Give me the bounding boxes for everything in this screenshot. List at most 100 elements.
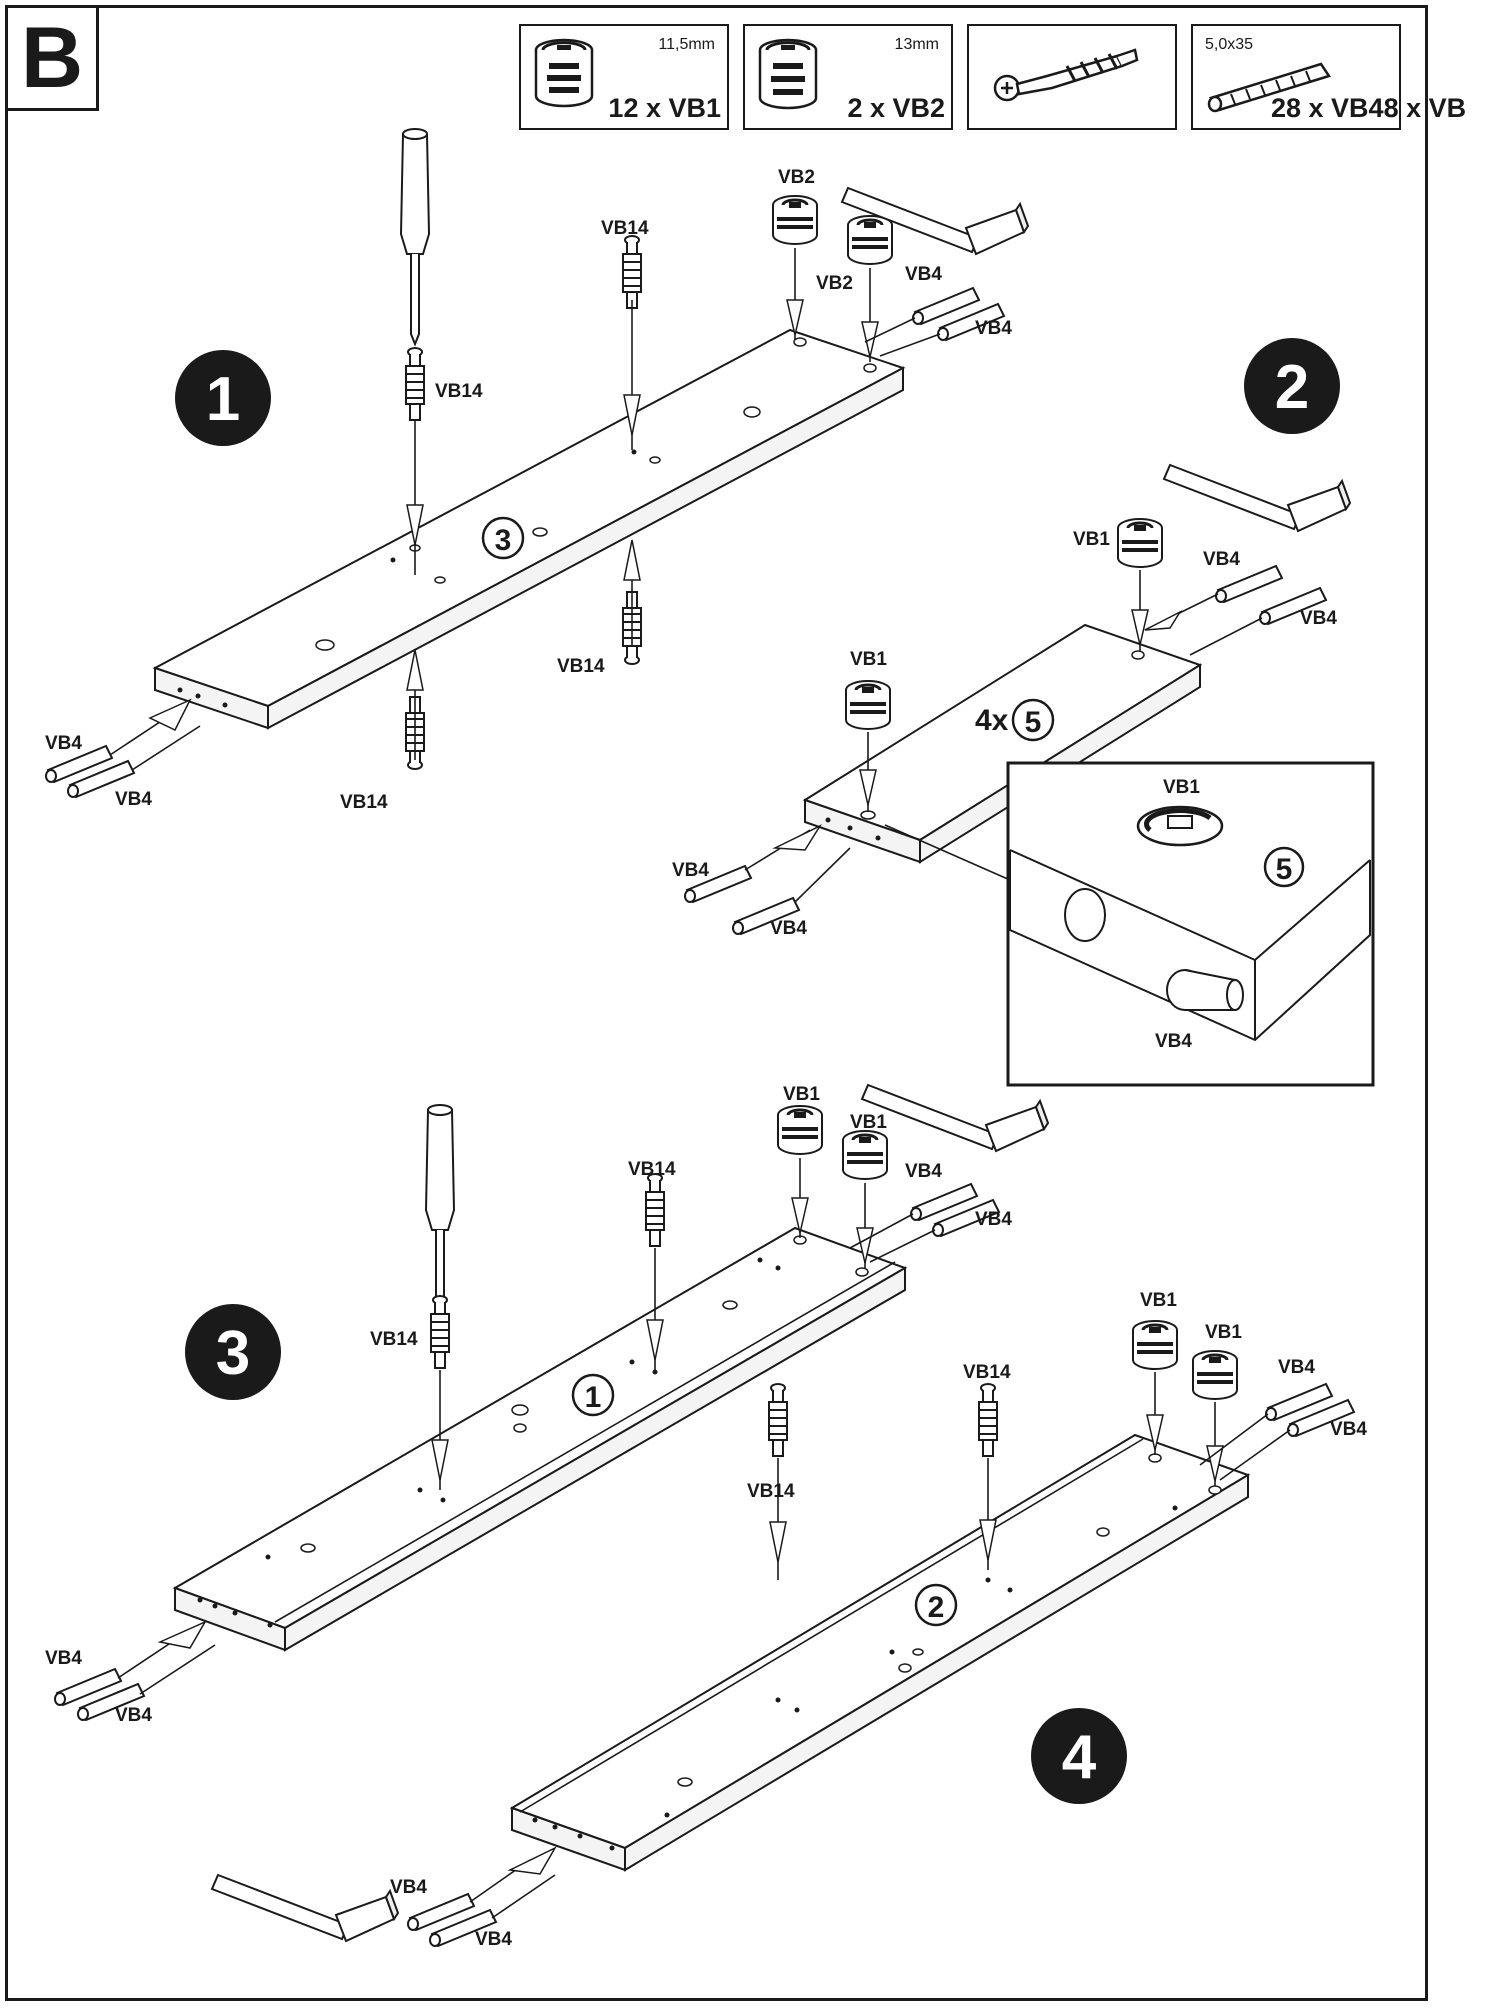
panel-number: 1 — [585, 1381, 602, 1414]
arrow-down-icon — [979, 1519, 997, 1561]
part-quantity: 2 x VB2 — [847, 93, 945, 123]
hammer-icon — [861, 1084, 1049, 1152]
arrow-down-icon — [1146, 1414, 1164, 1451]
part-box-vb1: 11,5mm 12 x VB1 — [519, 24, 729, 130]
arrow-icon — [772, 824, 823, 851]
label-vb2: VB2 — [816, 273, 853, 294]
label-vb14: VB14 — [963, 1362, 1011, 1383]
panel-number-circle — [481, 516, 525, 560]
label-vb4: VB4 — [45, 1648, 82, 1669]
label-vb4: VB4 — [475, 1929, 512, 1950]
label-vb14: VB14 — [370, 1329, 418, 1350]
panel-count: 4x — [975, 704, 1009, 737]
cam-lock-icon — [844, 679, 892, 731]
label-vb4: VB4 — [975, 318, 1012, 339]
cam-bolt-icon — [768, 1383, 788, 1457]
step-badge — [175, 350, 271, 446]
part-spec: 11,5mm — [658, 36, 715, 53]
cam-lock-icon — [1131, 1319, 1179, 1371]
arrow-down-icon — [791, 1197, 809, 1234]
label-vb1: VB1 — [1073, 529, 1110, 550]
arrow-down-icon — [786, 299, 804, 336]
step-number: 4 — [1062, 1723, 1097, 1792]
arrow-icon — [148, 698, 192, 731]
panel-number-circle — [914, 1583, 958, 1627]
arrow-down-icon — [769, 1521, 787, 1563]
step-1-assembly: 3 VB14 VB14 VB14 VB14 VB2 VB2 VB4 VB — [45, 128, 1029, 813]
part-box-cam-bolt — [967, 24, 1177, 130]
label-vb4: VB4 — [1278, 1357, 1315, 1378]
cam-bolt-icon — [430, 1295, 450, 1369]
arrow-down-icon — [859, 769, 877, 806]
label-vb4: VB4 — [115, 1705, 152, 1726]
cam-bolt-icon — [405, 347, 425, 421]
label-vb1: VB1 — [850, 1112, 887, 1133]
arrow-down-icon — [646, 1319, 664, 1361]
label-vb1: VB1 — [850, 649, 887, 670]
label-vb4: VB4 — [1300, 608, 1337, 629]
label-vb14: VB14 — [340, 792, 388, 813]
section-letter: B — [20, 10, 84, 106]
label-vb4: VB4 — [1155, 1031, 1192, 1052]
screwdriver-icon — [425, 1104, 455, 1321]
arrow-down-icon — [623, 394, 641, 436]
label-vb4: VB4 — [115, 789, 152, 810]
label-vb4: VB4 — [905, 1161, 942, 1182]
label-vb4: VB4 — [45, 733, 82, 754]
arrow-down-icon — [1131, 609, 1149, 646]
step-4-assembly: 2 VB14 VB14 VB1 VB1 VB4 VB4 VB4 VB4 4 — [211, 1290, 1367, 1950]
cam-lock-icon — [776, 1104, 824, 1156]
label-vb14: VB14 — [747, 1481, 795, 1502]
cam-bolt-icon — [622, 235, 642, 309]
part-quantity: 12 x VB1 — [608, 93, 721, 123]
label-vb4: VB4 — [390, 1877, 427, 1898]
page-frame — [5, 5, 1428, 2001]
label-vb4: VB4 — [1203, 549, 1240, 570]
cam-lock-icon — [771, 194, 819, 246]
label-vb14: VB14 — [601, 218, 649, 239]
part-quantity: 28 x VB48 x VB — [1271, 93, 1467, 123]
panel-number: 3 — [495, 524, 512, 557]
arrow-up-icon — [406, 649, 424, 691]
panel-number-circle — [1263, 846, 1305, 888]
part-spec: 13mm — [894, 36, 939, 53]
hammer-icon — [1163, 464, 1351, 532]
panel-number: 5 — [1025, 706, 1042, 739]
cam-lock-icon — [846, 214, 894, 266]
arrow-down-icon — [856, 1227, 874, 1264]
wooden-dowel-icon — [1207, 62, 1331, 113]
label-vb4: VB4 — [905, 264, 942, 285]
cam-lock-13-icon — [758, 38, 818, 110]
label-vb1: VB1 — [1140, 1290, 1177, 1311]
panel-number: 5 — [1276, 853, 1293, 886]
cam-bolt-icon — [645, 1173, 665, 1247]
arrow-down-icon — [1206, 1445, 1224, 1482]
label-vb1: VB1 — [783, 1084, 820, 1105]
cam-bolt-icon — [993, 48, 1139, 102]
step-number: 2 — [1275, 353, 1309, 422]
part-spec: 5,0x35 — [1205, 36, 1254, 53]
panel-number: 2 — [928, 1591, 945, 1624]
part-box-vb2: 13mm 2 x VB2 — [743, 24, 953, 130]
step-badge — [1244, 338, 1340, 434]
cam-lock-11-5-icon — [534, 38, 594, 108]
section-label: B — [5, 5, 99, 111]
step-number: 3 — [216, 1319, 250, 1388]
label-vb1: VB1 — [1163, 777, 1200, 798]
part-box-dowel: 5,0x35 28 x VB48 x VB — [1191, 24, 1466, 130]
wooden-dowel-icon — [1215, 565, 1283, 603]
screwdriver-icon — [400, 128, 430, 345]
label-vb1: VB1 — [1205, 1322, 1242, 1343]
label-vb4: VB4 — [975, 1209, 1012, 1230]
cam-lock-icon — [1116, 517, 1164, 569]
arrow-icon — [1144, 610, 1183, 631]
arrow-down-icon — [431, 1439, 449, 1481]
step-number: 1 — [206, 365, 240, 434]
step-badge — [185, 1304, 281, 1400]
label-vb4: VB4 — [770, 918, 807, 939]
label-vb4: VB4 — [672, 860, 709, 881]
cam-lock-icon — [841, 1129, 889, 1181]
label-vb14: VB14 — [557, 656, 605, 677]
detail-zoom-box: VB1 5 VB4 — [1006, 761, 1375, 1087]
